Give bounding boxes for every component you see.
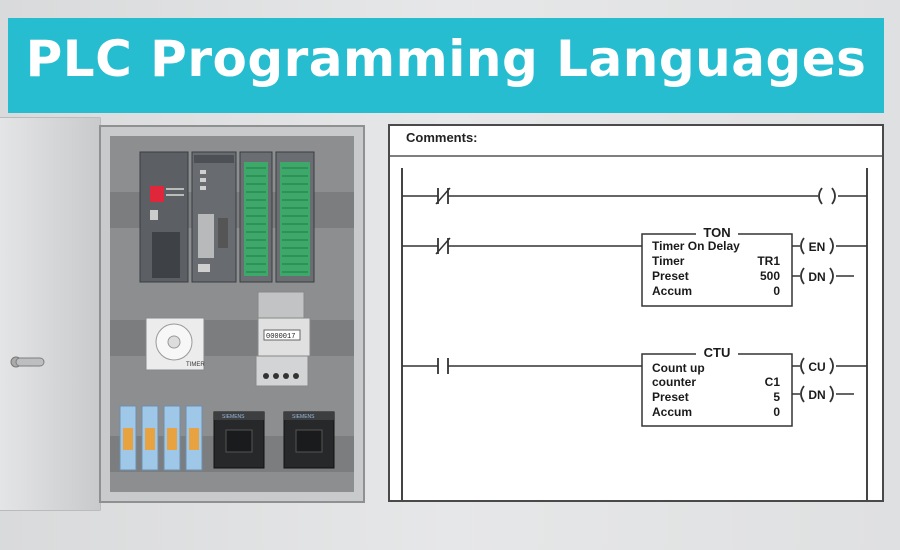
ton-en-coil[interactable]: EN [800,237,834,255]
rung-3: CTU Count up counter C1 Preset 5 Accum 0… [402,345,867,427]
contactor-1: SIEMENS [213,411,265,469]
ton-description: Timer On Delay [652,239,740,253]
ton-en-label: EN [809,240,826,254]
relay-bank [119,405,203,471]
normally-open-contact-3[interactable] [437,358,449,374]
rung-2: TON Timer On Delay Timer TR1 Preset 500 … [402,225,867,307]
normally-closed-contact-2[interactable] [435,237,451,255]
ladder-diagram: TON Timer On Delay Timer TR1 Preset 500 … [390,155,882,500]
plc-io-module-1 [239,151,273,283]
ton-accum-value: 0 [773,284,780,298]
door-handle[interactable] [10,356,45,368]
ctu-dn-label: DN [808,388,825,402]
title-banner: PLC Programming Languages [8,18,884,113]
ton-dn-coil[interactable]: DN [800,267,834,285]
ctu-preset-value: 5 [773,390,780,404]
ctu-cu-label: CU [808,360,825,374]
plc-cpu-module [139,151,189,283]
ladder-diagram-panel: Comments: [388,124,884,502]
ton-preset-value: 500 [760,269,780,283]
ton-title: TON [703,225,730,240]
ctu-counter-label: counter [652,375,696,389]
ton-preset-label: Preset [652,269,689,283]
analog-timer: TIMER [145,317,205,371]
ctu-accum-label: Accum [652,405,692,419]
ctu-counter-value: C1 [765,375,781,389]
ton-dn-label: DN [808,270,825,284]
ctu-cu-coil[interactable]: CU [800,357,834,375]
digital-counter: 0000017 [255,291,311,387]
ton-timer-label: Timer [652,254,685,268]
rung-1 [402,187,867,205]
ton-function-block[interactable]: TON Timer On Delay Timer TR1 Preset 500 … [641,225,793,307]
control-cabinet: TIMER 0000017 SIEMENS SIEMENS [0,117,365,511]
comments-label: Comments: [406,130,478,145]
ton-timer-value: TR1 [757,254,780,268]
plc-interface-module [191,151,237,283]
timer-label: TIMER [186,362,205,368]
ctu-accum-value: 0 [773,405,780,419]
ctu-description: Count up [652,361,705,375]
normally-closed-contact-1[interactable] [435,187,451,205]
contactor-2: SIEMENS [283,411,335,469]
contactor-brand: SIEMENS [292,414,315,420]
output-coil-1[interactable] [818,187,836,205]
ton-accum-label: Accum [652,284,692,298]
ctu-title: CTU [704,345,731,360]
ctu-preset-label: Preset [652,390,689,404]
page-title: PLC Programming Languages [25,30,867,88]
counter-display: 0000017 [266,333,295,341]
ctu-dn-coil[interactable]: DN [800,385,834,403]
plc-io-module-2 [275,151,315,283]
ctu-function-block[interactable]: CTU Count up counter C1 Preset 5 Accum 0 [641,345,793,427]
contactor-brand: SIEMENS [222,414,245,420]
